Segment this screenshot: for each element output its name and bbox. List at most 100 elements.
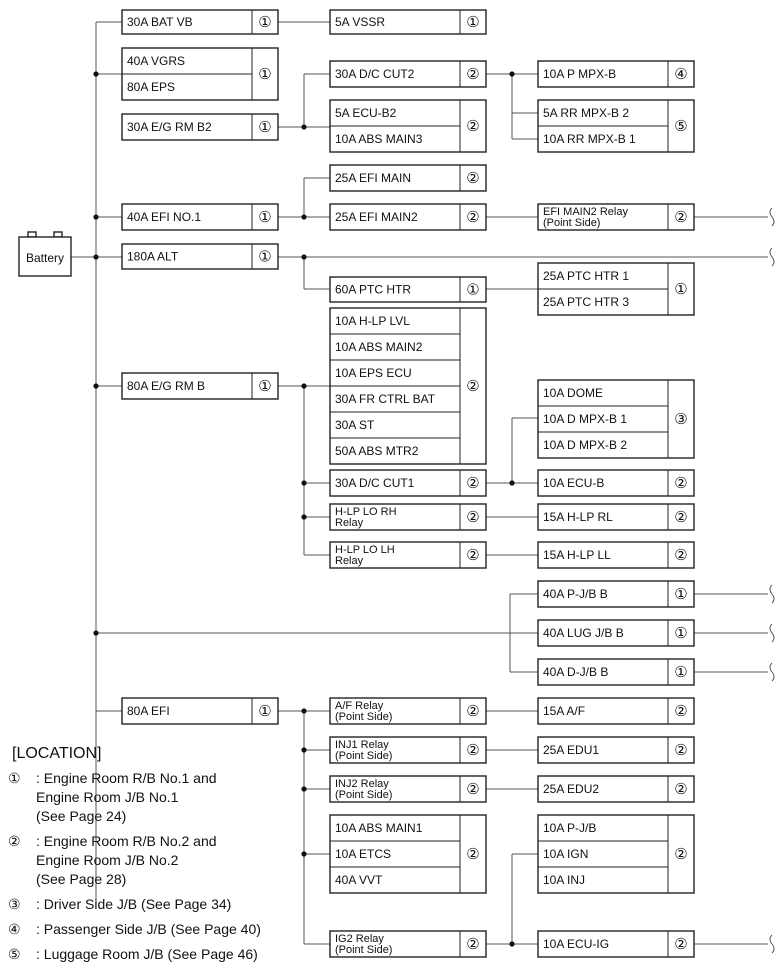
fuse-label: 30A FR CTRL BAT [335, 392, 436, 406]
legend-item: ⑤: Luggage Room J/B (See Page 46) [8, 945, 308, 964]
fuse-label: 10A ABS MAIN3 [335, 132, 423, 146]
wire-break-mark [769, 584, 775, 604]
location-number-icon: ① [258, 378, 271, 395]
location-number-icon: ③ [674, 411, 687, 428]
fuse-label: 40A VGRS [127, 54, 185, 68]
fuse-box-vgrs-eps: 40A VGRS 80A EPS ① [121, 47, 279, 101]
location-number-icon: ② [466, 846, 479, 863]
fuse-box-p-jb-b: 40A P-J/B B ① [537, 580, 695, 608]
location-number-icon: ② [466, 209, 479, 226]
location-number-icon: ② [466, 703, 479, 720]
location-number-icon: ② [674, 742, 687, 759]
location-number-icon: ② [674, 703, 687, 720]
fuse-label: 10A ABS MAIN2 [335, 340, 423, 354]
fuse-label: INJ2 Relay(Point Side) [335, 778, 392, 801]
fuse-label: 10A ECU-B [543, 476, 604, 490]
location-number-icon: ① [258, 66, 271, 83]
fuse-label: 10A RR MPX-B 1 [543, 132, 636, 146]
fuse-label: 30A D/C CUT2 [335, 67, 415, 81]
location-number-icon: ① [674, 625, 687, 642]
fuse-label: 10A D MPX-B 2 [543, 438, 627, 452]
fuse-label: EFI MAIN2 Relay(Point Side) [543, 206, 628, 229]
fuse-label: 5A RR MPX-B 2 [543, 106, 629, 120]
fuse-label: 40A P-J/B B [543, 587, 608, 601]
fuse-box-ig2-relay: IG2 Relay(Point Side)② [329, 930, 487, 958]
junction-dot [93, 254, 99, 260]
wire-break-mark [769, 934, 775, 954]
wire-break-mark [769, 247, 775, 267]
location-number-icon: ① [466, 282, 479, 299]
fuse-label: 80A E/G RM B [127, 379, 205, 393]
legend-text: : Engine Room R/B No.2 and Engine Room J… [36, 833, 217, 887]
fuse-label: 40A LUG J/B B [543, 626, 624, 640]
location-number-icon: ② [466, 378, 479, 395]
fuse-label: 30A D/C CUT1 [335, 476, 415, 490]
fuse-label: 10A ETCS [335, 847, 391, 861]
location-number-icon: ③ [8, 896, 21, 912]
fuse-label: 10A DOME [543, 386, 603, 400]
fuse-label: 25A PTC HTR 3 [543, 295, 629, 309]
junction-dot [301, 254, 307, 260]
junction-dot [301, 214, 307, 220]
location-number-icon: ② [674, 781, 687, 798]
junction-dot [93, 71, 99, 77]
fuse-box-inj2-relay: INJ2 Relay(Point Side) ② [329, 775, 487, 803]
location-number-icon: ② [466, 781, 479, 798]
fuse-label: 5A ECU-B2 [335, 106, 397, 120]
legend-item: ②: Engine Room R/B No.2 and Engine Room … [8, 832, 308, 889]
wire-break-mark [769, 662, 775, 682]
fuse-label: INJ1 Relay(Point Side) [335, 739, 392, 762]
legend-text: : Passenger Side J/B (See Page 40) [36, 921, 261, 937]
legend-item: ④ : Passenger Side J/B (See Page 40) [8, 920, 308, 939]
junction-dot [301, 786, 307, 792]
fuse-box-lug-jb-b: 40A LUG J/B B ① [537, 619, 695, 647]
legend-item: ①: Engine Room R/B No.1 and Engine Room … [8, 769, 308, 826]
junction-dot [509, 480, 515, 486]
junction-dot [301, 383, 307, 389]
location-number-icon: ⑤ [8, 946, 21, 962]
fuse-label: 5A VSSR [335, 15, 385, 29]
fuse-label: 80A EPS [127, 80, 175, 94]
fuse-box-efi-main2-relay: EFI MAIN2 Relay(Point Side)② [537, 203, 695, 231]
location-number-icon: ① [674, 664, 687, 681]
location-number-icon: ② [674, 936, 687, 953]
location-number-icon: ④ [8, 921, 21, 937]
fuse-label: 40A D-J/B B [543, 665, 608, 679]
battery-symbol: Battery [18, 231, 72, 277]
fuse-box-ecu-ig: 10A ECU-IG ② [537, 930, 695, 958]
junction-dot [301, 514, 307, 520]
fuse-label: 25A EFI MAIN [335, 171, 411, 185]
fuse-box-inj1-relay: INJ1 Relay(Point Side)② [329, 736, 487, 764]
wiring [70, 21, 775, 954]
junction-dot [509, 941, 515, 947]
legend-text: : Driver Side J/B (See Page 34) [36, 896, 232, 912]
fuse-label: 10A ECU-IG [543, 937, 609, 951]
junction-dot [301, 124, 307, 130]
wire-break-mark [769, 623, 775, 643]
location-number-icon: ① [674, 586, 687, 603]
location-number-icon: ② [674, 547, 687, 564]
location-number-icon: ② [674, 846, 687, 863]
battery-label: Battery [26, 251, 64, 265]
fuse-label: 10A P MPX-B [543, 67, 616, 81]
fuse-label: 10A ABS MAIN1 [335, 821, 423, 835]
fuse-label: 10A D MPX-B 1 [543, 412, 627, 426]
location-number-icon: ② [466, 547, 479, 564]
legend-item: ③ : Driver Side J/B (See Page 34) [8, 895, 308, 914]
fuse-box-dome-group: 10A DOME 10A D MPX-B 1 10A D MPX-B 2 ③ [537, 379, 695, 459]
location-number-icon: ① [258, 119, 271, 136]
